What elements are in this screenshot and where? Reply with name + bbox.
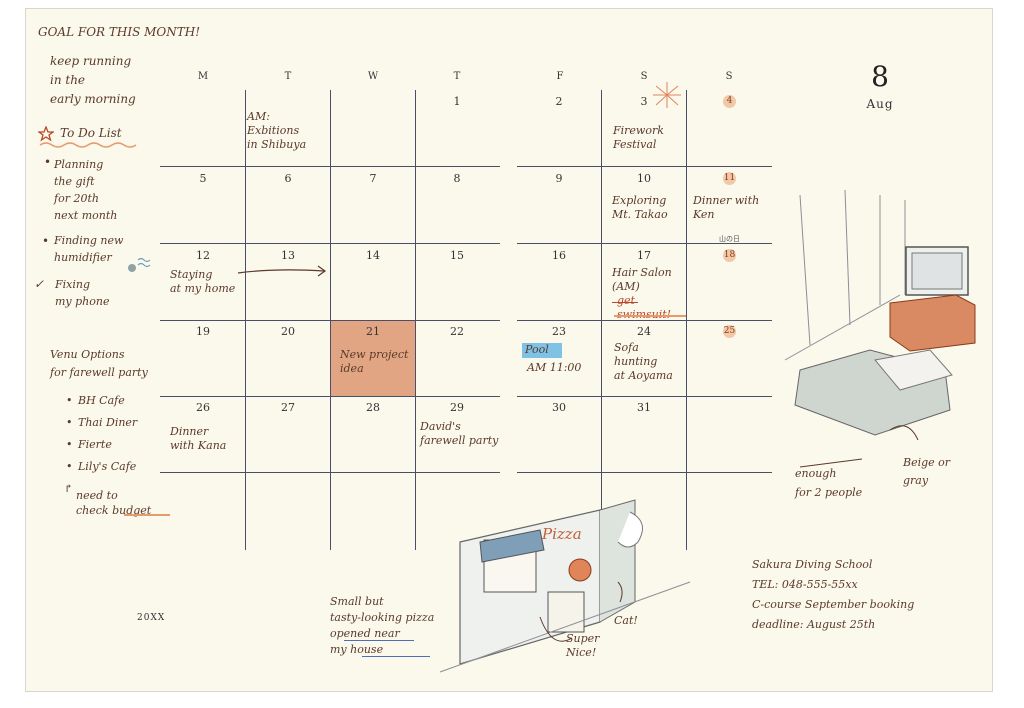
pizza-note-super: Super Nice!: [566, 632, 600, 659]
date-26: 26: [196, 401, 210, 414]
strike-line: [612, 302, 638, 303]
date-2: 2: [555, 95, 563, 108]
weekday-fri: F: [556, 71, 564, 82]
swimsuit-underline: [614, 315, 686, 317]
date-20: 20: [281, 325, 295, 338]
date-15: 15: [450, 249, 464, 262]
pizza-note-cat: Cat!: [614, 614, 638, 627]
pool-tag: [522, 343, 562, 358]
todo-item-2: Finding new humidifier: [54, 234, 124, 264]
date-19: 19: [196, 325, 210, 338]
event-26: Dinner with Kana: [170, 425, 227, 452]
todo-bullet-2: •: [42, 234, 50, 248]
date-1: 1: [453, 95, 461, 108]
venue-item-4: Lily's Cafe: [78, 460, 137, 473]
venue-bullet-2: •: [66, 416, 73, 429]
pizza-note: Small but tasty-looking pizza opened nea…: [330, 595, 435, 656]
highlight-cell-21: [331, 320, 415, 396]
event-12: Staying at my home: [170, 268, 236, 295]
date-25: 25: [723, 325, 736, 338]
date-31: 31: [637, 401, 651, 414]
venue-bullet-3: •: [66, 438, 73, 451]
date-17: 17: [637, 249, 651, 262]
date-16: 16: [552, 249, 566, 262]
event-21: New project idea: [340, 348, 409, 375]
weekday-wed: W: [367, 71, 379, 82]
pizza-shop-sketch: [439, 499, 691, 673]
venue-note: need to check budget: [76, 489, 152, 517]
month-number: 8: [871, 60, 889, 93]
event-3: Firework Festival: [613, 124, 664, 151]
date-13: 13: [281, 249, 295, 262]
date-28: 28: [366, 401, 380, 414]
venue-arrow-icon: ↱: [64, 482, 74, 495]
date-21: 21: [366, 325, 380, 338]
date-8: 8: [453, 172, 461, 185]
event-17-note: get swimsuit!: [617, 294, 671, 321]
venue-item-2: Thai Diner: [78, 416, 138, 429]
todo-heading: To Do List: [60, 126, 122, 140]
holiday-note: 山の日: [719, 235, 740, 243]
date-3: 3: [640, 95, 648, 108]
date-29: 29: [450, 401, 464, 414]
firework-icon: [653, 82, 681, 108]
todo-item-3: Fixing my phone: [55, 278, 110, 308]
budget-underline: [124, 514, 170, 516]
weekday-mon: M: [197, 71, 209, 82]
year-label: 20XX: [137, 613, 166, 623]
event-2: AM: Exbitions in Shibuya: [247, 110, 307, 151]
sofa-note-size: enough for 2 people: [795, 467, 863, 499]
date-12: 12: [196, 249, 210, 262]
date-27: 27: [281, 401, 295, 414]
date-6: 6: [284, 172, 292, 185]
date-22: 22: [450, 325, 464, 338]
date-7: 7: [369, 172, 377, 185]
event-23-label: Pool: [525, 343, 549, 356]
pizza-underline-1: [344, 640, 414, 641]
date-14: 14: [366, 249, 380, 262]
living-room-sketch: [784, 189, 976, 468]
date-5: 5: [199, 172, 207, 185]
venue-item-1: BH Cafe: [78, 394, 125, 407]
sofa-note-color: Beige or gray: [903, 456, 951, 487]
venue-bullet-4: •: [66, 460, 73, 473]
date-30: 30: [552, 401, 566, 414]
date-18: 18: [723, 249, 736, 262]
pizza-sign: Pizza: [542, 525, 582, 543]
date-4: 4: [723, 95, 736, 108]
date-10: 10: [637, 172, 651, 185]
venue-item-3: Fierte: [78, 438, 112, 451]
todo-bullet-1: •: [44, 155, 52, 169]
event-17: Hair Salon (AM): [612, 266, 672, 293]
month-name: Aug: [866, 97, 894, 111]
event-29: David's farewell party: [420, 420, 499, 447]
event-24: Sofa hunting at Aoyama: [614, 341, 673, 382]
event-10: Exploring Mt. Takao: [612, 194, 668, 221]
todo-item-1: Planning the gift for 20th next month: [54, 158, 118, 222]
venue-bullet-1: •: [66, 394, 73, 407]
goal-heading: GOAL FOR THIS MONTH!: [38, 25, 201, 39]
todo-check-icon: ✓: [34, 277, 45, 291]
event-11: Dinner with Ken: [693, 194, 760, 221]
weekday-sun: S: [725, 71, 733, 82]
pizza-underline-2: [362, 656, 430, 657]
event-23-time: AM 11:00: [527, 361, 582, 374]
date-11: 11: [723, 172, 736, 185]
goal-text: keep running in the early morning: [50, 54, 136, 106]
weekday-thu: T: [453, 71, 461, 82]
weekday-sat: S: [640, 71, 648, 82]
diving-note: Sakura Diving School TEL: 048-555-55xx C…: [752, 558, 915, 631]
venue-heading: Venu Options for farewell party: [50, 348, 148, 379]
date-23: 23: [552, 325, 566, 338]
date-24: 24: [637, 325, 651, 338]
arrow-right-icon: [237, 265, 327, 277]
weekday-tue: T: [284, 71, 292, 82]
humidifier-icon: [128, 257, 151, 272]
date-9: 9: [555, 172, 563, 185]
todo-underline: [39, 142, 137, 148]
star-icon: [38, 126, 54, 142]
